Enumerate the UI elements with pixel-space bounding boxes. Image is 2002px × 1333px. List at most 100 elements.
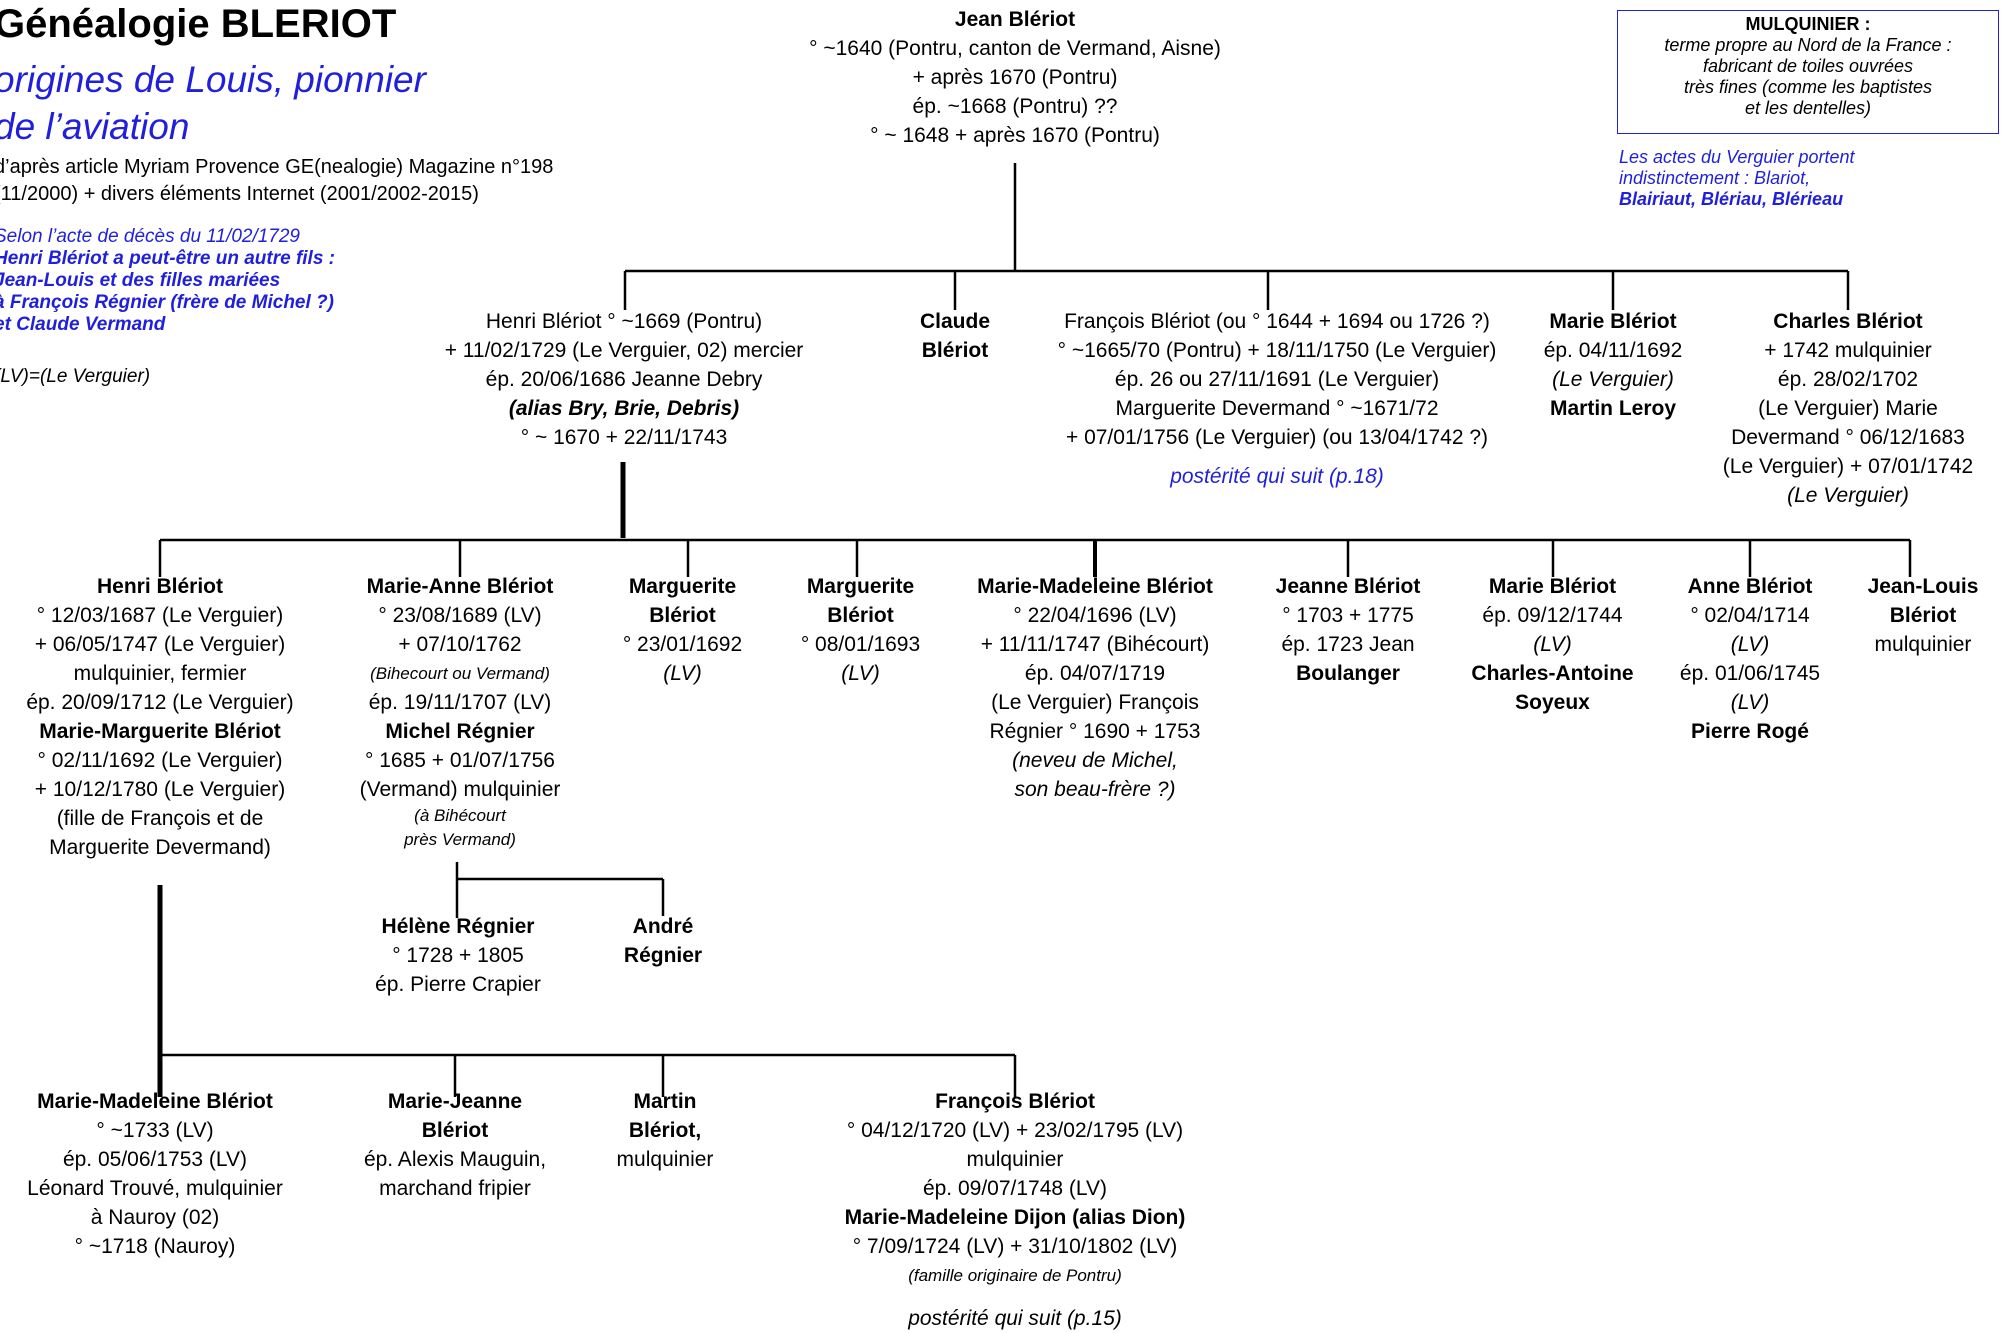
person-line: (Le Verguier) François [991,691,1199,714]
person-line: ép. 09/12/1744 [1482,604,1623,627]
person-line: ° ~1640 (Pontru, canton de Vermand, Aisn… [809,37,1221,60]
verguier-line: Les actes du Verguier portent [1619,147,1855,167]
person-line: Léonard Trouvé, mulquinier [27,1177,283,1200]
person-line: Boulanger [1296,662,1400,685]
person-line: + 10/12/1780 (Le Verguier) [34,778,286,801]
person-line: (Vermand) mulquinier [359,778,561,801]
person-name: Marie-Jeanne [387,1090,523,1113]
person-marie-bleriot-1744: Marie Blériot ép. 09/12/1744 (LV) Charle… [1450,572,1655,717]
person-name: Blériot, [628,1119,702,1142]
person-line: ° ~1733 (LV) [96,1119,214,1142]
person-line: ép. Alexis Mauguin, [363,1148,547,1171]
note-line: et Claude Vermand [0,314,166,335]
mulquinier-title: MULQUINIER : [1745,14,1871,34]
person-line: + 11/11/1747 (Bihécourt) [980,633,1210,656]
verguier-line: Blairiaut, Blériau, Blérieau [1619,189,1844,209]
person-name: Charles Blériot [1773,310,1923,333]
person-line: + 07/10/1762 [398,633,522,656]
person-line: ép. Pierre Crapier [375,973,541,996]
person-line: (alias Bry, Brie, Debris) [508,397,740,420]
person-name: Régnier [623,944,703,967]
note-line: à François Régnier (frère de Michel ?) [0,292,334,313]
person-line: Pierre Rogé [1691,720,1809,743]
person-line: + 07/01/1756 (Le Verguier) (ou 13/04/174… [1065,426,1489,449]
posterity-note: postérité qui suit (p.18) [1170,465,1384,488]
person-charles-bleriot: Charles Blériot + 1742 mulquinier ép. 28… [1697,307,1999,510]
mulquinier-line: fabricant de toiles ouvrées [1702,56,1914,76]
person-line: mulquinier [966,1148,1064,1171]
person-line: ép. 28/02/1702 [1777,368,1919,391]
person-francois-bleriot-1665: François Blériot (ou ° 1644 + 1694 ou 17… [1012,307,1542,491]
mulquinier-definition-box: MULQUINIER : terme propre au Nord de la … [1617,10,1999,134]
person-line: (Le Verguier) [1787,484,1909,507]
person-marie-madeleine-bleriot-1696: Marie-Madeleine Blériot ° 22/04/1696 (LV… [955,572,1235,804]
person-martin-bleriot: Martin Blériot, mulquinier [590,1087,740,1174]
person-name: Jean Blériot [954,8,1076,31]
note-line: Selon l’acte de décès du 11/02/1729 [0,226,300,247]
source-line: (11/2000) + divers éléments Internet (20… [0,183,479,205]
person-name: Marie Blériot [1488,575,1617,598]
person-line: ° 1703 + 1775 [1282,604,1414,627]
person-line: ép. ~1668 (Pontru) ?? [912,95,1118,118]
person-name: Blériot [1889,604,1957,627]
person-marguerite-bleriot-1692: Marguerite Blériot ° 23/01/1692 (LV) [600,572,765,688]
page-subtitle: origines de Louis, pionnier de l’aviatio… [0,56,426,150]
person-claude-bleriot: Claude Blériot [895,307,1015,365]
mulquinier-line: terme propre au Nord de la France : [1664,35,1952,55]
person-line: ° ~1665/70 (Pontru) + 18/11/1750 (Le Ver… [1057,339,1497,362]
person-line: mulquinier, fermier [73,662,247,685]
person-name: Marie-Madeleine Blériot [977,575,1213,598]
source-line: d’après article Myriam Provence GE(nealo… [0,156,554,178]
person-line: ép. 20/09/1712 (Le Verguier) [26,691,294,714]
person-line: (LV) [1533,633,1572,656]
person-line: + après 1670 (Pontru) [912,66,1118,89]
person-name: Henri Blériot [96,575,224,598]
person-line: (neveu de Michel, [1012,749,1178,772]
person-line: Soyeux [1515,691,1590,714]
person-line: (Bihecourt ou Vermand) [370,664,550,683]
person-line: près Vermand) [404,830,516,849]
mulquinier-line: et les dentelles) [1744,98,1872,118]
person-line: + 06/05/1747 (Le Verguier) [34,633,286,656]
person-line: ° 23/01/1692 [622,633,743,656]
person-henri-bleriot-1669: Henri Blériot ° ~1669 (Pontru) + 11/02/1… [404,307,844,452]
person-line: ° 1685 + 01/07/1756 [365,749,555,772]
note-line: Henri Blériot a peut-être un autre fils … [0,248,335,269]
person-line: ° ~ 1670 + 22/11/1743 [520,426,728,449]
person-line: ° 02/11/1692 (Le Verguier) [37,749,283,772]
person-name: Anne Blériot [1687,575,1813,598]
person-line: (à Bihécourt [414,806,506,825]
person-name: Jeanne Blériot [1275,575,1421,598]
person-line: mulquinier [1874,633,1972,656]
person-line: ép. 19/11/1707 (LV) [368,691,552,714]
person-line: Marguerite Devermand ° ~1671/72 [1115,397,1439,420]
person-line: Henri Blériot ° ~1669 (Pontru) [485,310,763,333]
person-marie-anne-bleriot: Marie-Anne Blériot ° 23/08/1689 (LV) + 0… [330,572,590,852]
person-name: Marie Blériot [1549,310,1677,333]
person-name: André [632,915,694,938]
person-line: ép. 26 ou 27/11/1691 (Le Verguier) [1114,368,1440,391]
person-name: François Blériot [935,1090,1095,1113]
lv-abbreviation-note: (LV)=(Le Verguier) [0,366,151,387]
person-line: ° ~1718 (Nauroy) [74,1235,236,1258]
person-line: + 1742 mulquinier [1764,339,1932,362]
person-name: Blériot [649,604,716,627]
person-line: ° 1728 + 1805 [392,944,524,967]
person-francois-bleriot-1720: François Blériot ° 04/12/1720 (LV) + 23/… [785,1087,1245,1333]
person-line: ép. 09/07/1748 (LV) [922,1177,1108,1200]
person-line: François Blériot (ou ° 1644 + 1694 ou 17… [1064,310,1490,333]
person-line: Martin Leroy [1549,397,1677,420]
subtitle-line: de l’aviation [0,106,190,147]
person-line: marchand fripier [379,1177,531,1200]
person-line: Michel Régnier [385,720,535,743]
person-line: Devermand ° 06/12/1683 [1731,426,1965,449]
person-jean-louis-bleriot: Jean-Louis Blériot mulquinier [1848,572,1998,659]
person-line: Marguerite Devermand) [49,836,271,859]
person-name: Blériot [421,1119,489,1142]
person-line: + 11/02/1729 (Le Verguier, 02) mercier [444,339,804,362]
person-line: Marie-Madeleine Dijon (alias Dion) [844,1206,1186,1229]
person-line: (Le Verguier) Marie [1758,397,1938,420]
person-marie-jeanne-bleriot: Marie-Jeanne Blériot ép. Alexis Mauguin,… [335,1087,575,1203]
person-line: ° ~ 1648 + après 1670 (Pontru) [870,124,1160,147]
